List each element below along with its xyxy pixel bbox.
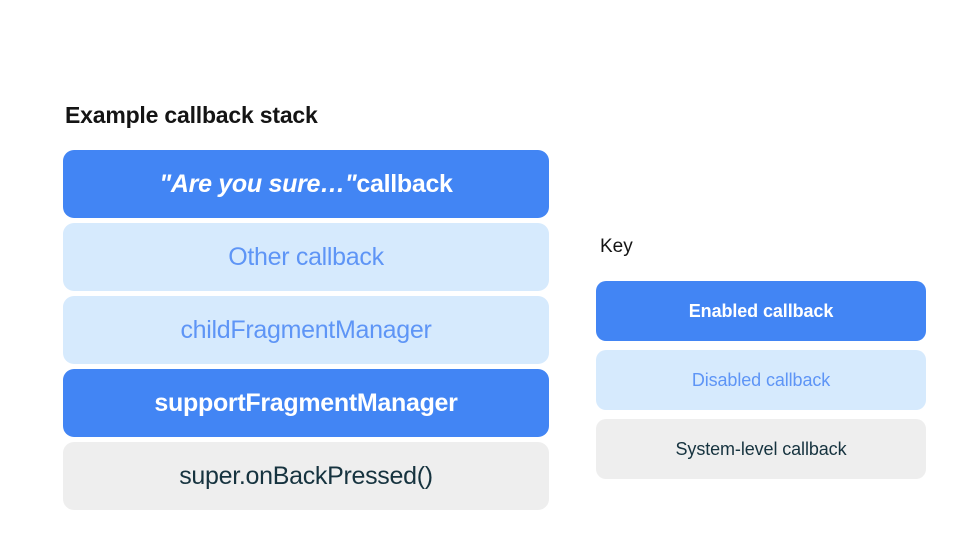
page-title: Example callback stack (65, 102, 318, 128)
key-item-enabled-callback: Enabled callback (596, 281, 926, 341)
key-item-disabled-callback: Disabled callback (596, 350, 926, 410)
stack-item-support-fragment-manager: supportFragmentManager (63, 369, 549, 437)
key-item-system-level-callback: System-level callback (596, 419, 926, 479)
callback-stack-list: "Are you sure…" callback Other callback … (63, 150, 549, 510)
callback-stack-section: Example callback stack "Are you sure…" c… (63, 100, 549, 510)
stack-item-super-on-back-pressed: super.onBackPressed() (63, 442, 549, 510)
stack-item-are-you-sure-callback: "Are you sure…" callback (63, 150, 549, 218)
stack-item-child-fragment-manager: childFragmentManager (63, 296, 549, 364)
stack-item-other-callback: Other callback (63, 223, 549, 291)
stack-item-label-trailing: callback (356, 169, 453, 198)
stack-item-label-quoted: "Are you sure…" (159, 169, 357, 198)
key-legend-list: Enabled callback Disabled callback Syste… (596, 281, 926, 479)
key-legend-section: Key Enabled callback Disabled callback S… (596, 234, 926, 479)
key-title: Key (600, 236, 633, 257)
